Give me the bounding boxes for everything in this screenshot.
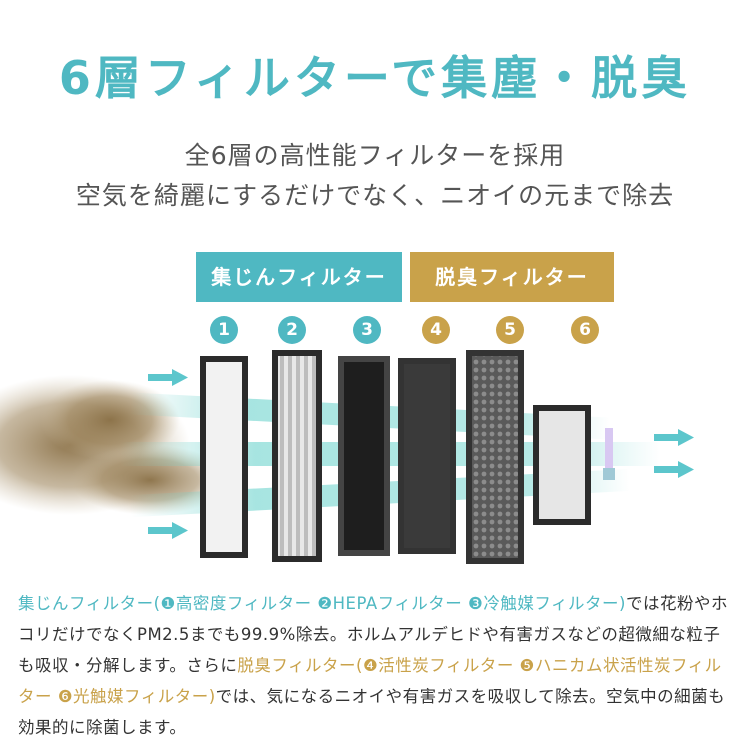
- subtitle-line-1: 全6層の高性能フィルターを採用: [184, 141, 566, 170]
- desc-dust-items: (❶高密度フィルター ❷HEPAフィルター ❸冷触媒フィルター): [153, 594, 626, 613]
- desc-dust-label: 集じんフィルター: [18, 594, 154, 613]
- purifier-device-icon: [603, 428, 615, 480]
- deodor-filter-category: 脱臭フィルター: [410, 252, 614, 302]
- filter-panel-icon: [272, 350, 322, 562]
- filter-number-4: 4: [422, 316, 450, 344]
- desc-deodor-label: 脱臭フィルター: [237, 656, 357, 675]
- dust-filter-category: 集じんフィルター: [196, 252, 402, 302]
- page-title: 6層フィルターで集塵・脱臭: [58, 51, 692, 105]
- filter-panel-icon: [398, 358, 456, 554]
- filter-number-2: 2: [278, 316, 306, 344]
- description-text: 集じんフィルター(❶高密度フィルター ❷HEPAフィルター ❸冷触媒フィルター)…: [18, 588, 734, 743]
- desc-text-2: では、気になるニオイや有害ガスを吸収して除去。空気中の細菌も効果的に除菌します。: [18, 687, 726, 737]
- filter-panel-icon: [533, 405, 591, 525]
- filter-panel-icon: [466, 350, 524, 564]
- desc-deodor-items: (❹活性炭フィルター ❺ハニカム状活性炭フィルター ❻光触媒フィルター): [18, 656, 722, 706]
- filter-number-6: 6: [571, 316, 599, 344]
- arrow-right-icon: [654, 429, 694, 478]
- desc-text-1: では花粉やホコリだけでなくPM2.5までも99.9%除去。ホルムアルデヒドや有害…: [18, 594, 728, 675]
- filter-illustration: [0, 350, 694, 564]
- subtitle-line-2: 空気を綺麗にするだけでなく、ニオイの元まで除去: [75, 181, 675, 210]
- filter-panel-icon: [200, 356, 248, 558]
- arrow-right-icon: [148, 369, 188, 539]
- filter-panel-icon: [338, 356, 390, 556]
- filter-number-5: 5: [496, 316, 524, 344]
- filter-number-3: 3: [353, 316, 381, 344]
- filter-number-1: 1: [210, 316, 238, 344]
